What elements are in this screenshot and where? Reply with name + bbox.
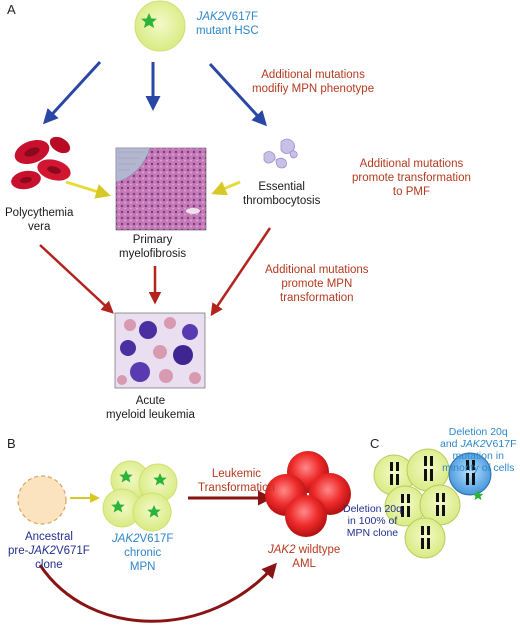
panel-label-c: C: [370, 436, 380, 451]
blue-arrows: [42, 60, 268, 127]
bone-marrow-image: [115, 147, 207, 231]
wildtype-aml-label: JAK2 wildtype AML: [268, 544, 341, 570]
star-icon: [472, 490, 484, 501]
star-icon: [147, 505, 161, 518]
minority-cells-label: Deletion 20q and JAK2V617F mutation in m…: [440, 426, 517, 474]
chromosome-icon: [390, 456, 475, 549]
star-icon: [111, 500, 125, 513]
star-icon: [153, 473, 167, 486]
hsc-label: JAK2V617F mutant HSC: [196, 11, 259, 37]
star-icon: [119, 470, 133, 483]
red-blood-cell-icon: [11, 136, 71, 190]
panel-label-b: B: [7, 436, 16, 451]
platelet-icon: [263, 138, 298, 169]
ancestral-clone-cell: [17, 475, 67, 525]
ancestral-clone-label: Ancestral pre-JAK2V671F clone: [8, 531, 90, 571]
deletion-20q-cells: [373, 448, 492, 559]
leukemia-smear-image: [114, 312, 206, 389]
wildtype-aml-cells: [265, 451, 351, 537]
yellow-arrows: [65, 180, 241, 199]
hsc-cell: [134, 0, 186, 52]
chronic-mpn-cells: [102, 460, 178, 532]
star-icon: [141, 13, 157, 28]
ancestral-to-aml-curve: [38, 562, 277, 623]
red-arrows: [39, 227, 272, 317]
panel-label-a: A: [7, 2, 16, 17]
